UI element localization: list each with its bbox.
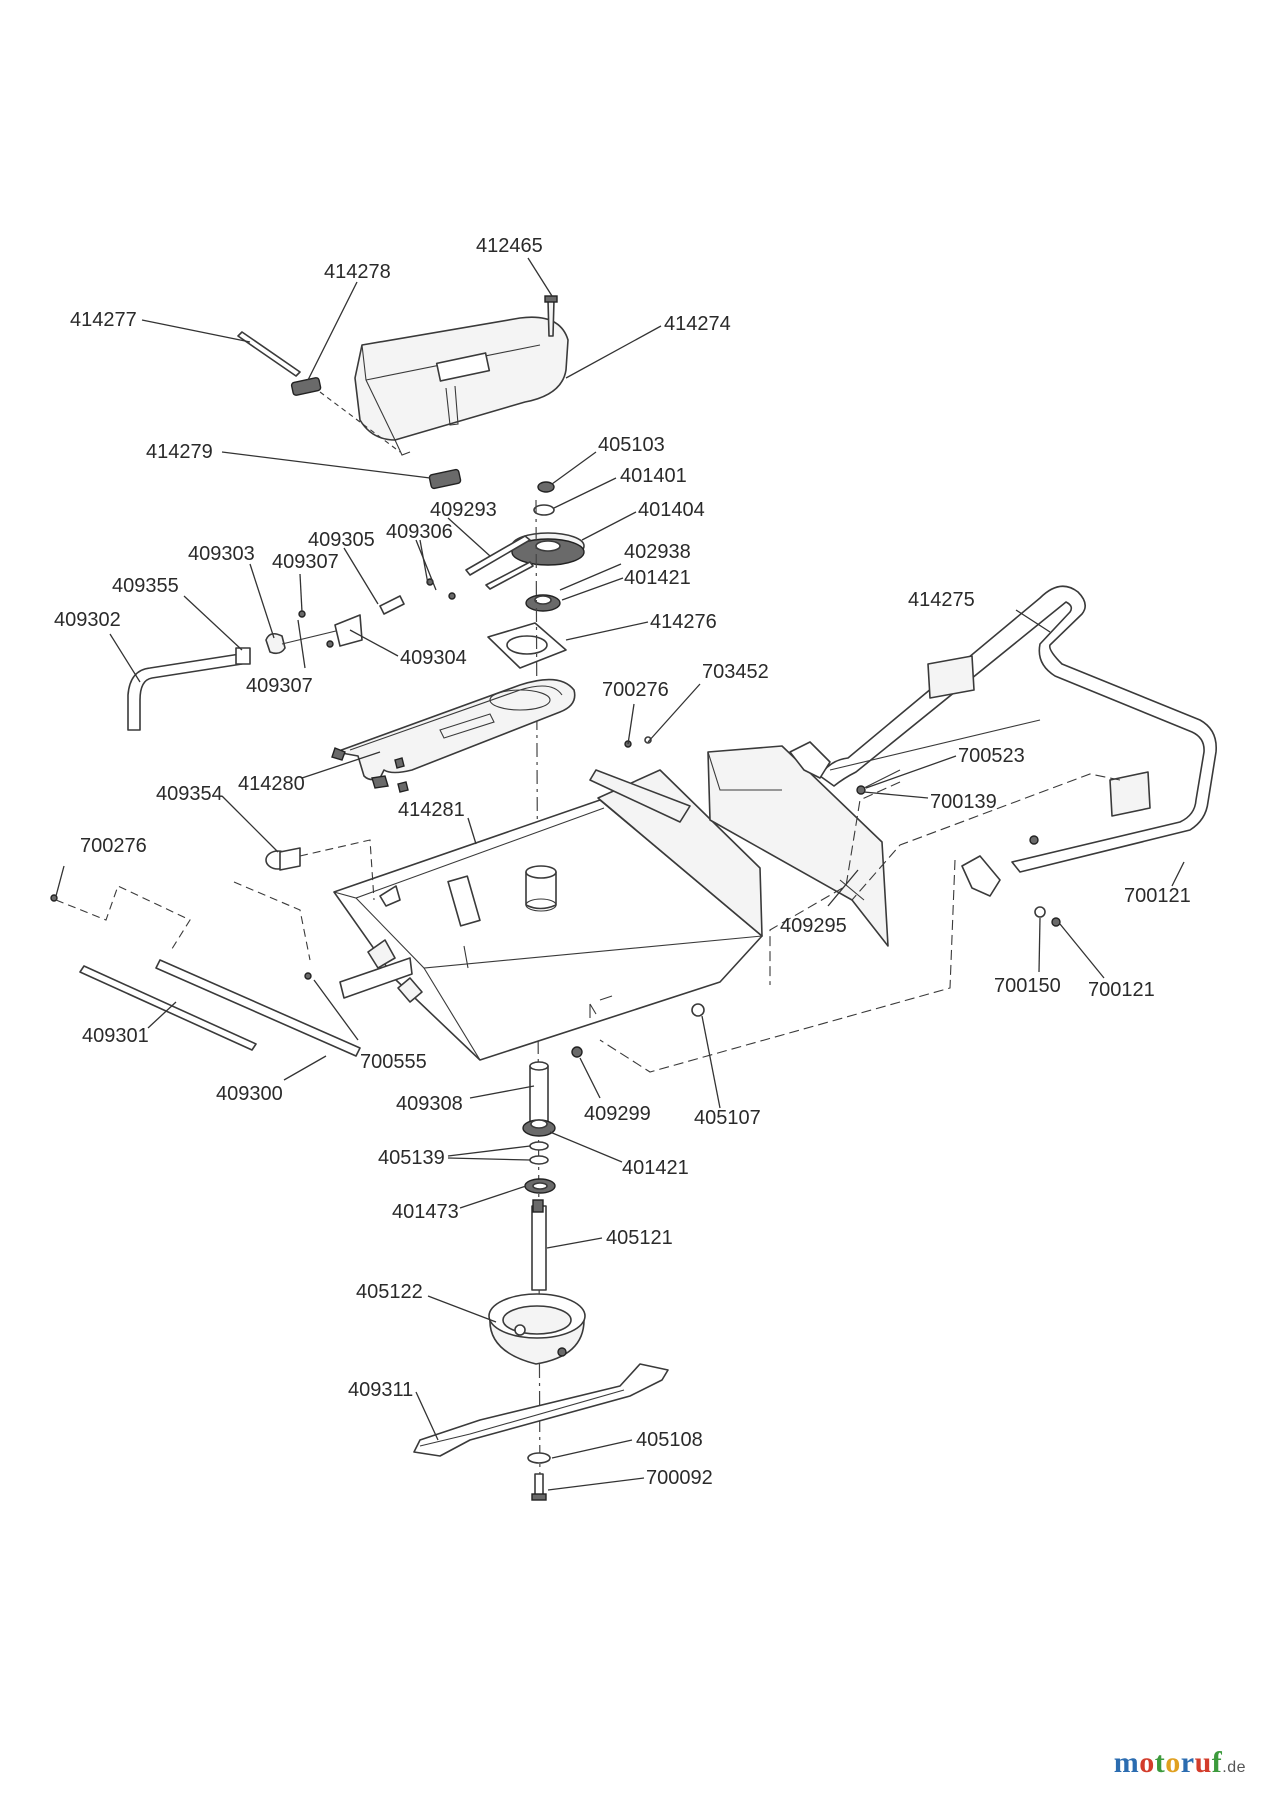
watermark-letter: f — [1211, 1746, 1223, 1779]
part-label: 401404 — [638, 499, 705, 521]
part-label: 414280 — [238, 773, 305, 795]
cutting-blade — [413, 1363, 669, 1501]
part-label: 700523 — [958, 745, 1025, 767]
part-label: 402938 — [624, 541, 691, 563]
part-label: 409301 — [82, 1025, 149, 1047]
part-label: 401421 — [622, 1157, 689, 1179]
part-label: 414277 — [70, 309, 137, 331]
part-label: 409300 — [216, 1083, 283, 1105]
part-label: 700121 — [1124, 885, 1191, 907]
part-label: 409303 — [188, 543, 255, 565]
part-number-labels: 412465 414278 414277 414274 414279 40510… — [54, 235, 1191, 1489]
part-label: 405107 — [694, 1107, 761, 1129]
part-label: 409302 — [54, 609, 121, 631]
part-label: 409354 — [156, 783, 223, 805]
discharge-chute — [707, 745, 889, 947]
part-label: 409293 — [430, 499, 497, 521]
part-label: 409308 — [396, 1093, 463, 1115]
part-label: 409307 — [246, 675, 313, 697]
tensioner-lever — [127, 578, 456, 731]
part-label: 401473 — [392, 1201, 459, 1223]
part-label: 700121 — [1088, 979, 1155, 1001]
part-label: 409299 — [584, 1103, 651, 1125]
watermark-letter: o — [1139, 1746, 1155, 1779]
guide-frame — [331, 678, 576, 793]
part-label: 405122 — [356, 1281, 423, 1303]
part-label: 409305 — [308, 529, 375, 551]
bushing — [265, 839, 375, 901]
part-label: 414279 — [146, 441, 213, 463]
deck-rails — [50, 881, 361, 1057]
spindle-group — [522, 1003, 705, 1291]
part-label: 405139 — [378, 1147, 445, 1169]
part-label: 409304 — [400, 647, 467, 669]
part-label: 409355 — [112, 575, 179, 597]
part-label: 409307 — [272, 551, 339, 573]
part-label: 414276 — [650, 611, 717, 633]
blade-holder — [488, 1293, 586, 1365]
part-label: 700555 — [360, 1051, 427, 1073]
part-label: 409311 — [348, 1379, 413, 1401]
part-label: 700092 — [646, 1467, 713, 1489]
part-label: 414274 — [664, 313, 731, 335]
belt-cover — [354, 316, 569, 456]
part-label: 405108 — [636, 1429, 703, 1451]
watermark-letter: o — [1165, 1746, 1181, 1779]
watermark-letter: u — [1194, 1746, 1212, 1779]
cutter-deck — [333, 769, 763, 1061]
part-label: 414281 — [398, 799, 465, 821]
cable-and-clips — [237, 331, 462, 490]
watermark-letter: m — [1113, 1746, 1140, 1779]
push-handle — [599, 585, 1217, 1073]
part-label: 703452 — [702, 661, 769, 683]
part-label: 700150 — [994, 975, 1061, 997]
watermark-letter: r — [1180, 1746, 1195, 1779]
part-label: 414275 — [908, 589, 975, 611]
part-label: 405121 — [606, 1227, 673, 1249]
part-label: 401401 — [620, 465, 687, 487]
pulley-stack — [465, 481, 585, 669]
leader-lines — [55, 257, 1185, 1491]
center-axis — [535, 499, 541, 1501]
part-label: 700139 — [930, 791, 997, 813]
part-label: 405103 — [598, 434, 665, 456]
watermark-tld: .de — [1222, 1759, 1246, 1776]
part-label: 409306 — [386, 521, 453, 543]
watermark-logo: motoruf.de — [1114, 1746, 1246, 1780]
part-label: 412465 — [476, 235, 543, 257]
cover-bolt — [544, 295, 558, 337]
part-label: 700276 — [602, 679, 669, 701]
part-label: 401421 — [624, 567, 691, 589]
part-label: 414278 — [324, 261, 391, 283]
part-label: 700276 — [80, 835, 147, 857]
watermark-letter: t — [1154, 1746, 1166, 1779]
part-label: 409295 — [780, 915, 847, 937]
